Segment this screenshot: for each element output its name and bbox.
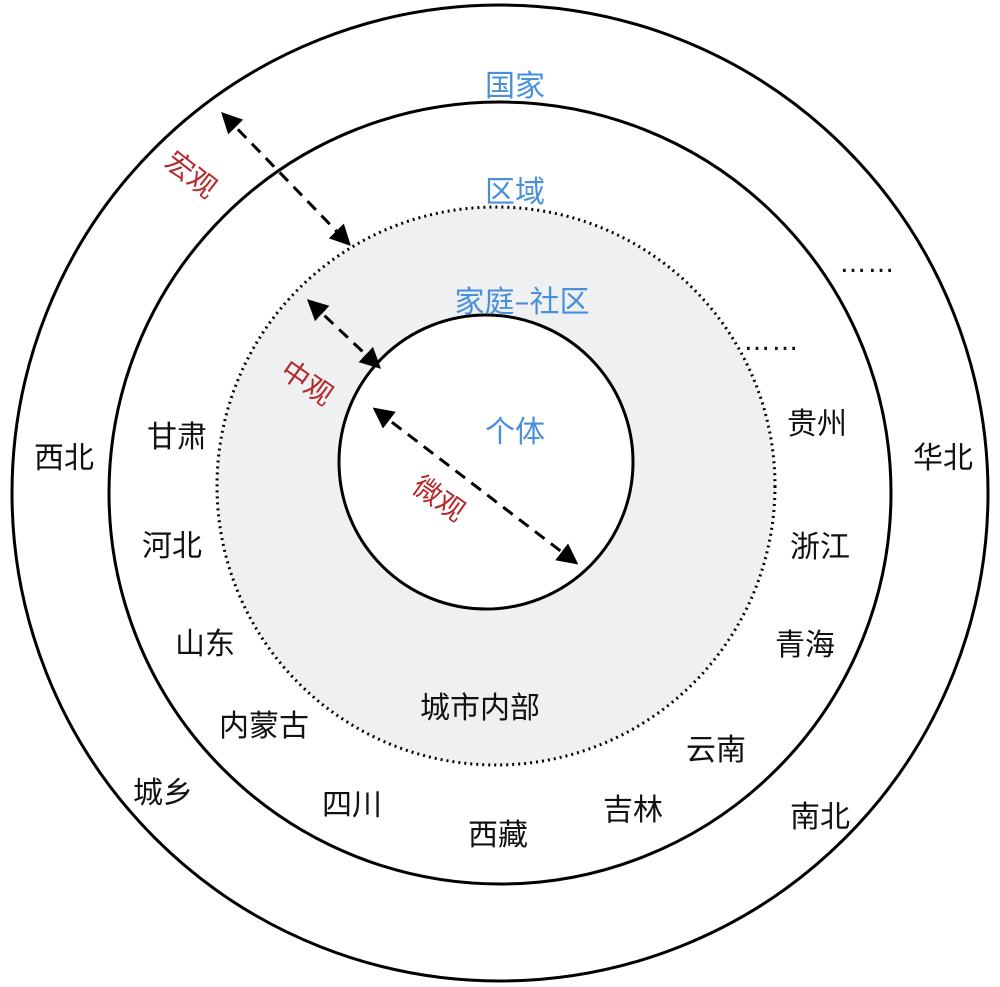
region-ellipsis: …… [744,327,800,357]
macro-arrow [221,111,351,247]
scale-macro: 宏观 [159,145,223,205]
level-region: 区域 [485,175,545,210]
outer-north-south: 南北 [790,800,850,835]
level-city-interior: 城市内部 [420,691,540,726]
outer-northchina: 华北 [913,441,973,476]
region-hebei: 河北 [142,529,202,564]
outer-urban-rural: 城乡 [133,776,193,811]
individual-circle [337,313,635,611]
outer-ellipsis: …… [840,249,896,279]
level-individual: 个体 [485,415,545,450]
region-shandong: 山东 [175,627,235,662]
region-sichuan: 四川 [322,788,382,823]
region-xizang: 西藏 [468,818,528,853]
meso-arrow [306,299,382,369]
region-zhejiang: 浙江 [790,530,850,565]
region-jilin: 吉林 [603,793,663,828]
region-yunnan: 云南 [686,733,746,768]
level-country: 国家 [485,69,545,104]
country-circle [10,3,990,983]
outer-northwest: 西北 [34,441,94,476]
region-qinghai: 青海 [775,628,835,663]
region-gansu: 甘肃 [147,420,207,455]
region-circle [107,100,893,886]
micro-arrow [372,407,579,565]
region-neimenggu: 内蒙古 [219,709,309,744]
region-guizhou: 贵州 [787,407,847,442]
level-family-community: 家庭–社区 [455,285,590,320]
